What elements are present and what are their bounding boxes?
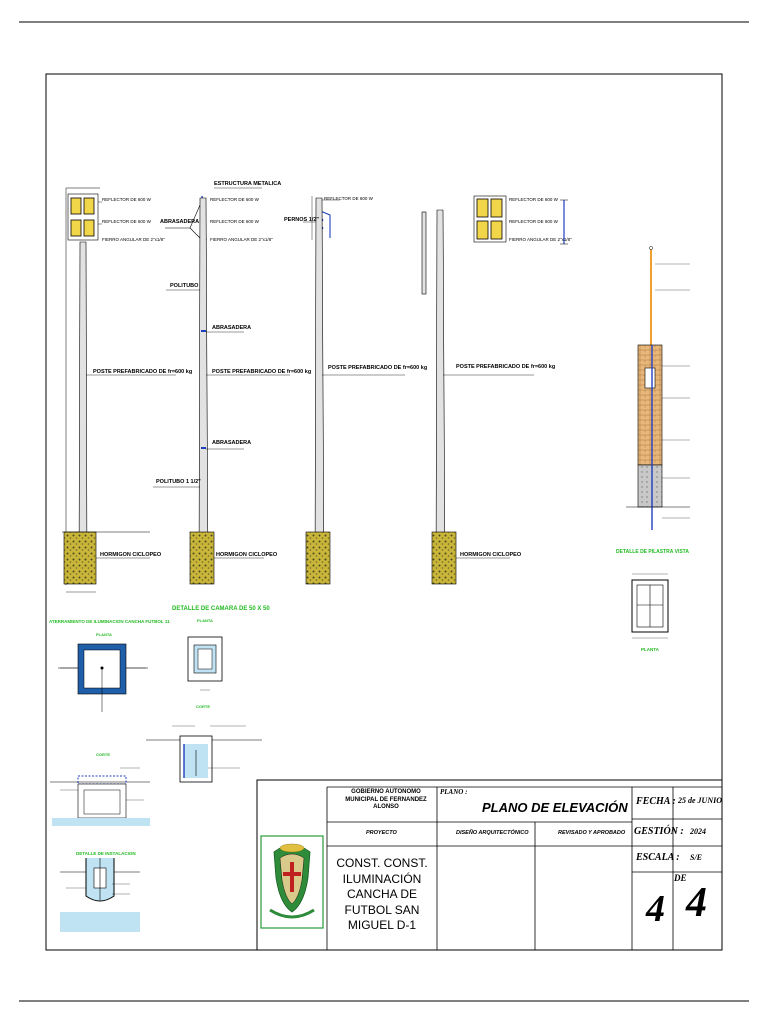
concrete-base	[305, 531, 331, 585]
sheet-number: 4	[646, 888, 665, 930]
coat-of-arms-logo	[269, 843, 315, 919]
installation-detail	[60, 858, 140, 932]
chamber-plan	[187, 636, 223, 691]
installation-detail-title: DETALLE DE INSTALACION	[76, 851, 136, 856]
pole-4	[421, 195, 568, 585]
proyecto-label: PROYECTO	[366, 830, 397, 836]
pole2-structure-label: ESTRUCTURA METALICA	[214, 181, 282, 187]
pole2-angle-label: FIERRO ANGULAR DE 2"x1/8"	[210, 237, 273, 242]
pole4-reflector-1-label: REFLECTOR DE 600 W	[509, 197, 558, 202]
pole-shaft	[435, 209, 446, 584]
pole2-reflector-2-label: REFLECTOR DE 600 W	[210, 219, 259, 224]
chamber-detail-title: DETALLE DE CAMARA DE 50 X 50	[172, 606, 270, 612]
reflector-lamp	[83, 219, 95, 237]
de-label: DE	[674, 873, 687, 883]
pole2-politubo-label: POLITUBO	[170, 283, 199, 289]
pilaster-footing	[637, 464, 663, 508]
pole-shaft	[198, 197, 209, 584]
brick-pilaster	[637, 344, 663, 466]
pole2-post-label: POSTE PREFABRICADO DE fr=600 kg	[212, 369, 312, 375]
grounding-plan-caption: PLANTA	[96, 632, 112, 637]
pole-2	[153, 187, 290, 585]
pole-3	[303, 196, 405, 585]
escala-value: S/E	[690, 853, 703, 862]
grounding-section	[50, 767, 150, 826]
plano-label: PLANO :	[440, 788, 468, 796]
pole1-base-label: HORMIGON CICLOPEO	[100, 552, 162, 558]
plan-title: PLANO DE ELEVACIÓN	[482, 800, 628, 815]
pole4-post-label: POSTE PREFABRICADO DE fr=600 kg	[456, 364, 556, 370]
sheet-total: 4	[686, 880, 707, 926]
side-reflector	[421, 211, 427, 295]
pole4-base-label: HORMIGON CICLOPEO	[460, 552, 522, 558]
pole3-reflector-label: REFLECTOR DE 600 W	[324, 196, 373, 201]
pole4-reflector-2-label: REFLECTOR DE 600 W	[509, 219, 558, 224]
reflector-lamp	[476, 198, 489, 218]
pilaster-plan-caption: PLANTA	[641, 647, 659, 652]
pole1-reflector-2-label: REFLECTOR DE 600 W	[102, 219, 151, 224]
pole2-base-label: HORMIGON CICLOPEO	[216, 552, 278, 558]
chamber-section	[146, 725, 262, 783]
reflector-lamp	[83, 197, 95, 215]
diseno-label: DISEÑO ARQUITECTÓNICO	[456, 830, 529, 836]
reflector-lamp	[70, 197, 82, 215]
chamber-plan-caption: PLANTA	[197, 618, 213, 623]
gestion-value: 2024	[690, 827, 706, 836]
pole2-clamp-mid-label: ABRASADERA	[212, 325, 252, 331]
project-name: CONST. CONST. ILUMINACIÓN CANCHA DE FUTB…	[336, 856, 428, 933]
pole2-clamp-top-label: ABRASADERA	[160, 219, 200, 225]
pole3-post-label: POSTE PREFABRICADO DE fr=600 kg	[328, 365, 428, 371]
pole1-angle-label: FIERRO ANGULAR DE 2"x1/8"	[102, 237, 165, 242]
reflector-lamp	[490, 220, 503, 240]
pole4-angle-label: FIERRO ANGULAR DE 2"x1/8"	[509, 237, 572, 242]
pole2-politubo-size-label: POLITUBO 1 1/2"	[156, 479, 201, 485]
grounding-plan	[58, 643, 148, 712]
pole3-bolts-label: PERNOS 1/2"	[284, 217, 320, 223]
pole-1	[62, 187, 176, 593]
reflector-lamp	[70, 219, 82, 237]
pole2-reflector-1-label: REFLECTOR DE 600 W	[210, 197, 259, 202]
revisado-label: REVISADO Y APROBADO	[558, 830, 626, 836]
concrete-base	[189, 531, 215, 585]
pole2-clamp-low-label: ABRASADERA	[212, 440, 252, 446]
fecha-value: 25 de JUNIO	[678, 796, 722, 805]
grounding-title: ATERRAMIENTO DE ILUMINACION CANCHA FUTBO…	[49, 619, 170, 624]
pole-shaft	[314, 197, 325, 584]
reflector-lamp	[490, 198, 503, 218]
concrete-base	[63, 531, 97, 585]
pole1-reflector-1-label: REFLECTOR DE 600 W	[102, 197, 151, 202]
pole1-post-label: POSTE PREFABRICADO DE fr=600 kg	[93, 369, 193, 375]
escala-label: ESCALA :	[636, 852, 680, 863]
pilaster-detail	[626, 246, 690, 530]
fecha-label: FECHA :	[636, 796, 676, 807]
gestion-label: GESTIÓN :	[634, 826, 684, 837]
concrete-base	[431, 531, 457, 585]
grounding-section-caption: CORTE	[96, 752, 110, 757]
chamber-section-caption: CORTE	[196, 704, 210, 709]
entity-name: GOBIERNO AUTONOMO MUNICIPAL DE FERNANDEZ…	[345, 789, 427, 810]
reflector-lamp	[476, 220, 489, 240]
meter-box	[644, 367, 656, 389]
pilaster-plan	[631, 573, 669, 639]
pilaster-detail-title: DETALLE DE PILASTRA VISTA	[616, 549, 689, 555]
